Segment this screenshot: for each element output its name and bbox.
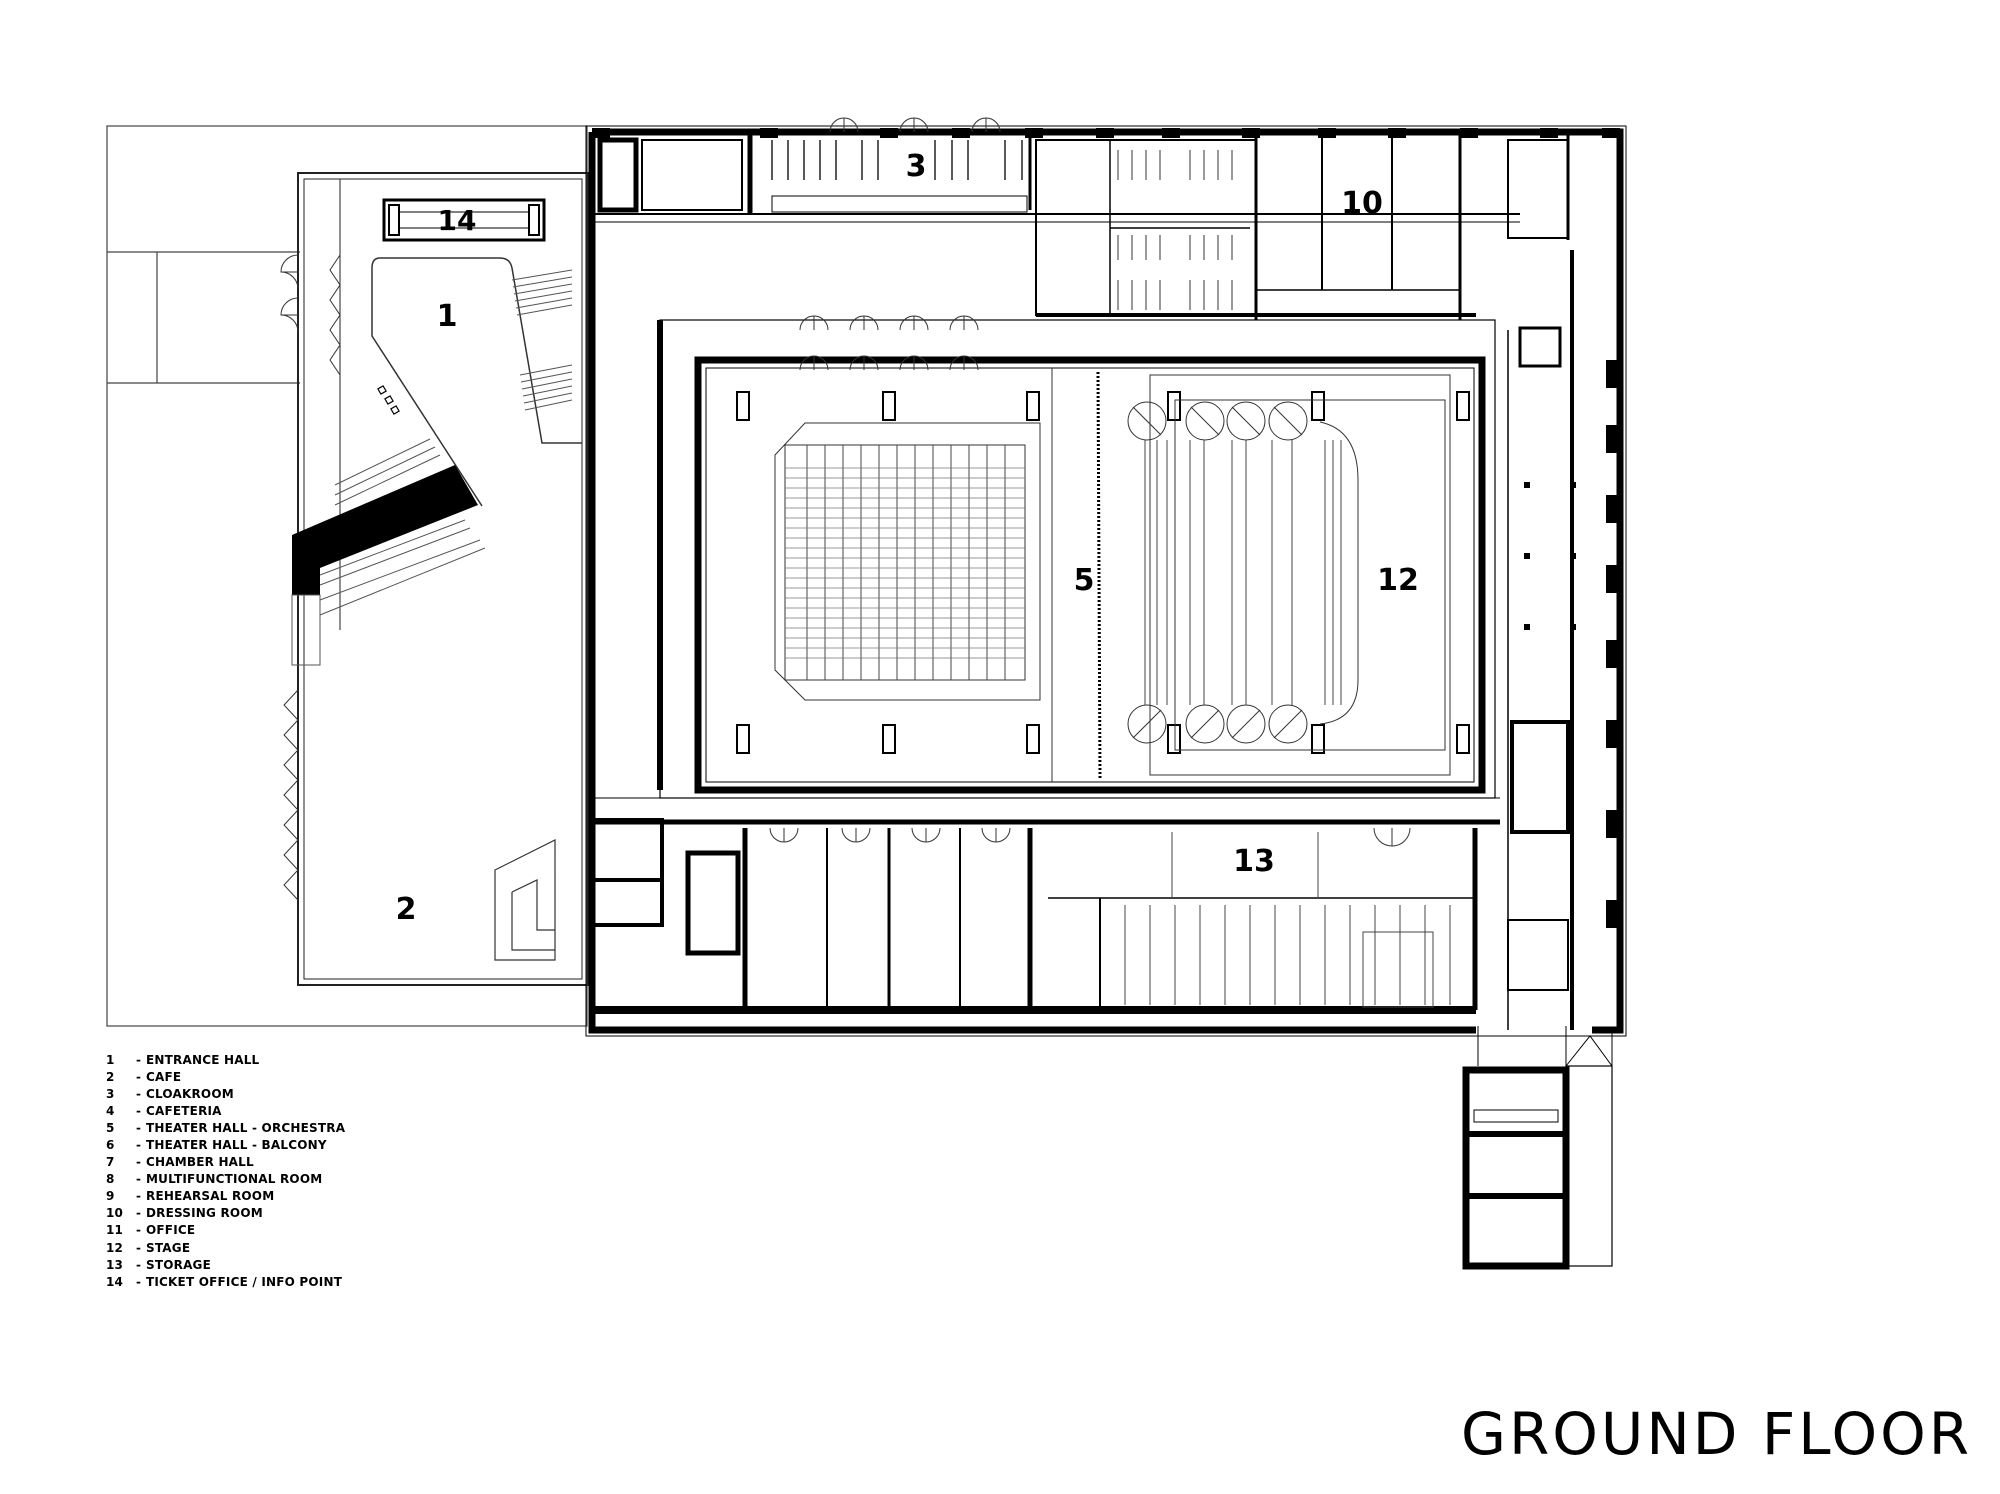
entrance-ramp-outline xyxy=(371,257,582,507)
grand-stairs xyxy=(291,438,486,666)
auditorium-doors xyxy=(799,315,979,371)
legend-item: 3-CLOAKROOM xyxy=(106,1086,234,1101)
room-label-1: 1 xyxy=(436,299,458,334)
legend-item: 1-ENTRANCE HALL xyxy=(106,1052,260,1067)
legend-label: ENTRANCE HALL xyxy=(146,1052,260,1067)
legend-item: 11-OFFICE xyxy=(106,1223,196,1238)
legend-label: TICKET OFFICE / INFO POINT xyxy=(146,1274,343,1289)
legend-label: THEATER HALL - BALCONY xyxy=(146,1138,327,1153)
legend-label: CAFETERIA xyxy=(146,1103,222,1118)
room-label-3: 3 xyxy=(905,149,927,184)
east-facade-piers xyxy=(1606,360,1620,928)
cafe-bar-counter xyxy=(494,839,556,961)
south-annex xyxy=(1462,1026,1613,1270)
room-label-10: 10 xyxy=(1341,186,1383,221)
room-legend: 1-ENTRANCE HALL 2-CAFE 3-CLOAKROOM 4-CAF… xyxy=(106,1051,345,1290)
room-label-13: 13 xyxy=(1233,844,1275,879)
drawing-title: GROUND FLOOR xyxy=(1461,1400,1973,1468)
legend-label: CLOAKROOM xyxy=(146,1086,234,1101)
south-room-doors xyxy=(769,827,1411,847)
orchestra-seating xyxy=(774,422,1041,701)
legend-item: 4-CAFETERIA xyxy=(106,1103,222,1118)
legend-label: STORAGE xyxy=(146,1257,212,1272)
legend-label: REHEARSAL ROOM xyxy=(146,1189,275,1204)
legend-item: 14-TICKET OFFICE / INFO POINT xyxy=(106,1274,343,1289)
legend-label: STAGE xyxy=(146,1240,191,1255)
entrance-cafe-envelope xyxy=(297,172,589,986)
legend-item: 6-THEATER HALL - BALCONY xyxy=(106,1138,327,1153)
legend-label: CHAMBER HALL xyxy=(146,1155,254,1170)
stage-lifts xyxy=(1127,374,1451,776)
ticket-office-counter xyxy=(382,198,546,242)
north-facade-doors xyxy=(829,117,1001,133)
legend-item: 12-STAGE xyxy=(106,1240,191,1255)
legend-label: MULTIFUNCTIONAL ROOM xyxy=(146,1172,323,1187)
north-facade-piers xyxy=(592,128,1620,138)
entrance-stairs-east xyxy=(511,269,573,411)
legend-item: 2-CAFE xyxy=(106,1069,182,1084)
east-columns xyxy=(1524,482,1576,630)
auditorium-shell xyxy=(592,319,1500,799)
legend-item: 9-REHEARSAL ROOM xyxy=(106,1189,275,1204)
grand-stair-wall xyxy=(292,465,478,595)
bollards xyxy=(377,385,400,415)
hall-columns xyxy=(736,391,1470,754)
legend-label: THEATER HALL - ORCHESTRA xyxy=(146,1120,346,1135)
room-label-5: 5 xyxy=(1073,563,1095,598)
legend-label: CAFE xyxy=(146,1069,182,1084)
legend-item: 7-CHAMBER HALL xyxy=(106,1155,254,1170)
legend-item: 8-MULTIFUNCTIONAL ROOM xyxy=(106,1172,323,1187)
legend-item: 13-STORAGE xyxy=(106,1257,212,1272)
west-service-block xyxy=(589,810,748,1030)
entrance-doors xyxy=(280,254,341,376)
toilet-stalls xyxy=(1117,150,1233,310)
room-label-2: 2 xyxy=(395,892,417,927)
legend-item: 10-DRESSING ROOM xyxy=(106,1206,263,1221)
legend-label: DRESSING ROOM xyxy=(146,1206,263,1221)
legend-label: OFFICE xyxy=(146,1223,196,1238)
room-label-12: 12 xyxy=(1377,563,1419,598)
east-wing xyxy=(1507,250,1574,1030)
south-wing xyxy=(592,819,1500,1014)
cafe-folding-doors xyxy=(283,689,299,901)
north-wing xyxy=(592,132,1570,320)
stage-curtain xyxy=(1096,371,1102,779)
legend-item: 5-THEATER HALL - ORCHESTRA xyxy=(106,1120,346,1135)
room-label-14: 14 xyxy=(437,204,477,237)
